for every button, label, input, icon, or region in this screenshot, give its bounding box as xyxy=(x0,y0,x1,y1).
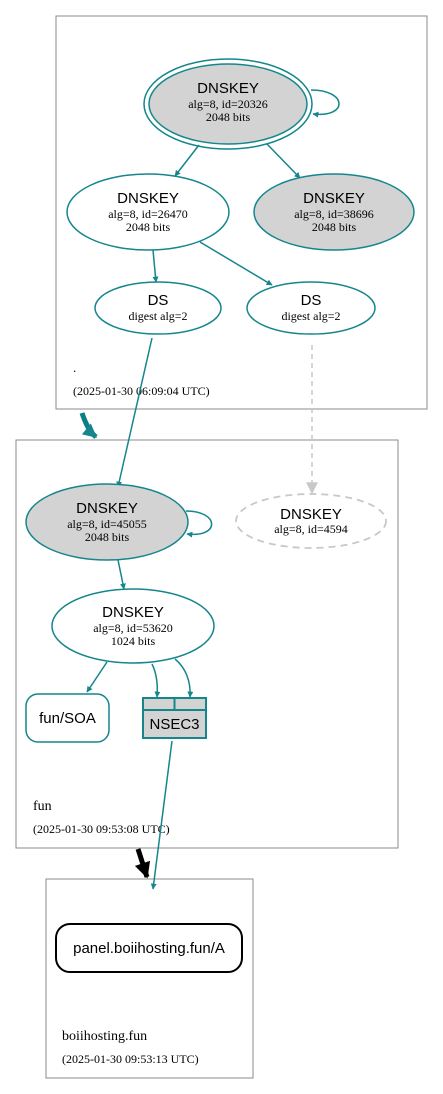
fun-soa-label: fun/SOA xyxy=(39,710,96,727)
root-dnskey-26470-title: DNSKEY xyxy=(117,190,179,207)
delegation-fun-to-boii-arrow xyxy=(134,848,151,879)
edge-root-zsk-to-ds2 xyxy=(199,241,273,286)
edge-root-ksk-to-zsk xyxy=(174,144,200,177)
fun-dnskey-45055-title: DNSKEY xyxy=(76,500,138,517)
fun-soa-node: fun/SOA xyxy=(25,693,110,743)
edge-ds1-to-fun-ksk xyxy=(116,337,153,488)
fun-dnskey-53620-bits: 1024 bits xyxy=(111,634,156,648)
fun-dnskey-45055-node: DNSKEY alg=8, id=45055 2048 bits xyxy=(25,483,189,561)
root-dnskey-26470-node: DNSKEY alg=8, id=26470 2048 bits xyxy=(66,173,230,251)
zone-fun-name: fun xyxy=(33,799,52,814)
boii-a-record-node: panel.boiihosting.fun/A xyxy=(55,923,243,973)
boii-a-record-label: panel.boiihosting.fun/A xyxy=(73,940,225,957)
fun-dnskey-4594-node: DNSKEY alg=8, id=4594 xyxy=(235,493,387,549)
root-dnskey-38696-title: DNSKEY xyxy=(303,190,365,207)
zone-boii-timestamp: (2025-01-30 09:53:13 UTC) xyxy=(62,1052,199,1066)
root-dnskey-20326-node: DNSKEY alg=8, id=20326 2048 bits xyxy=(143,58,313,150)
root-ds-2-title: DS xyxy=(301,292,322,309)
root-ds-1-node: DS digest alg=2 xyxy=(94,281,222,335)
delegation-root-to-fun-arrow xyxy=(79,412,98,439)
edge-root-zsk-to-ds1 xyxy=(152,249,159,283)
fun-nsec3-label: NSEC3 xyxy=(149,716,199,733)
edge-root-ksk-self xyxy=(310,89,340,118)
zone-boii-box xyxy=(45,878,254,1079)
edge-fun-ksk-to-zsk xyxy=(117,559,126,590)
edge-nsec3-to-boii xyxy=(150,740,173,890)
root-ds-1-title: DS xyxy=(148,292,169,309)
edge-fun-ksk-self xyxy=(185,510,213,538)
fun-nsec3-node: NSEC3 xyxy=(142,697,207,739)
root-dnskey-26470-alg: alg=8, id=26470 xyxy=(108,207,188,221)
edge-fun-zsk-to-nsec3-a xyxy=(151,663,161,698)
root-dnskey-20326-title: DNSKEY xyxy=(197,80,259,97)
root-dnskey-38696-alg: alg=8, id=38696 xyxy=(294,207,374,221)
root-dnskey-38696-bits: 2048 bits xyxy=(312,220,357,234)
fun-dnskey-53620-alg: alg=8, id=53620 xyxy=(93,621,173,635)
edge-fun-zsk-to-soa xyxy=(86,661,108,693)
zone-fun-timestamp: (2025-01-30 09:53:08 UTC) xyxy=(33,822,170,836)
root-dnskey-20326-alg: alg=8, id=20326 xyxy=(188,97,268,111)
fun-dnskey-4594-title: DNSKEY xyxy=(280,506,342,523)
root-dnskey-20326-bits: 2048 bits xyxy=(206,110,251,124)
fun-dnskey-45055-bits: 2048 bits xyxy=(85,530,130,544)
root-dnskey-26470-bits: 2048 bits xyxy=(126,220,171,234)
root-dnskey-38696-node: DNSKEY alg=8, id=38696 2048 bits xyxy=(253,173,415,251)
root-ds-1-digest: digest alg=2 xyxy=(128,309,187,323)
root-ds-2-node: DS digest alg=2 xyxy=(246,281,376,335)
fun-dnskey-53620-title: DNSKEY xyxy=(102,604,164,621)
fun-dnskey-53620-node: DNSKEY alg=8, id=53620 1024 bits xyxy=(51,588,215,664)
edge-fun-zsk-to-nsec3-b xyxy=(174,658,194,698)
edge-root-ksk-to-key3 xyxy=(266,143,301,179)
fun-dnskey-4594-alg: alg=8, id=4594 xyxy=(274,522,348,536)
root-ds-2-digest: digest alg=2 xyxy=(281,309,340,323)
zone-root-timestamp: (2025-01-30 06:09:04 UTC) xyxy=(73,384,210,398)
zone-root-name: . xyxy=(73,360,76,375)
zone-boii-name: boiihosting.fun xyxy=(62,1029,147,1044)
fun-dnskey-45055-alg: alg=8, id=45055 xyxy=(67,517,147,531)
